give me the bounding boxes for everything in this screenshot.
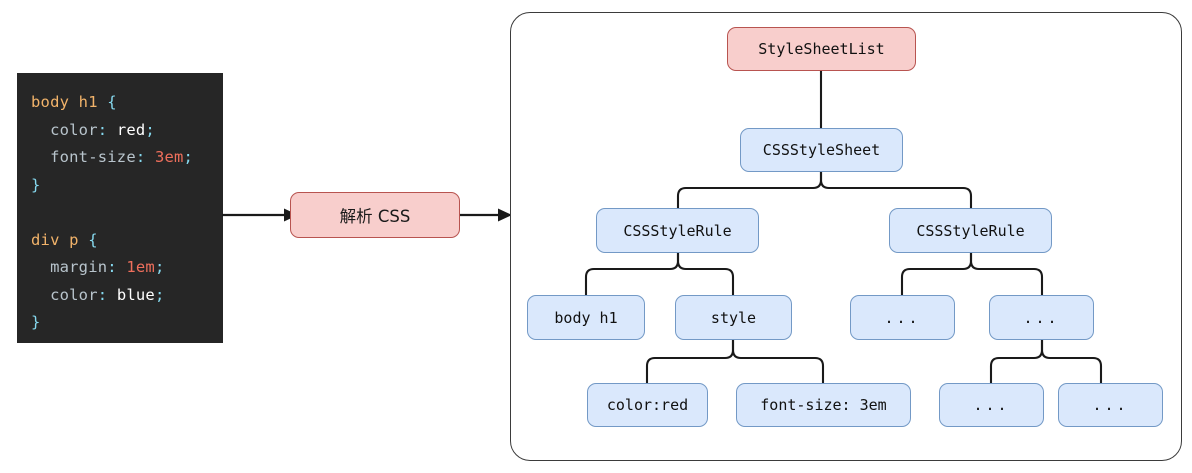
- code-token-number: 3em: [154, 148, 184, 166]
- code-token-punctuation: :: [135, 148, 155, 166]
- tree-node-declaration-font-size-label: font-size: 3em: [760, 396, 887, 414]
- tree-node-cssstylerule-left[interactable]: CSSStyleRule: [596, 208, 759, 253]
- arrow-parse-to-tree: [460, 208, 512, 222]
- tree-node-cssstylerule-right[interactable]: CSSStyleRule: [889, 208, 1052, 253]
- tree-node-cssstylerule-left-label: CSSStyleRule: [623, 221, 732, 240]
- tree-node-selector-body-h1[interactable]: body h1: [527, 295, 645, 340]
- code-line-1: body h1 {: [31, 89, 223, 117]
- tree-node-stylesheetlist-label: StyleSheetList: [758, 40, 885, 58]
- tree-node-dots-row2-a[interactable]: ...: [939, 383, 1044, 427]
- code-token-value: red: [116, 120, 146, 139]
- tree-node-dots-row2-b-label: ...: [1092, 396, 1129, 414]
- tree-node-declaration-color[interactable]: color:red: [587, 383, 708, 427]
- code-token-selector: div p: [31, 230, 89, 249]
- parse-css-node[interactable]: 解析 CSS: [290, 192, 460, 238]
- code-token-number: 1em: [126, 258, 155, 276]
- tree-node-dots-row2-b[interactable]: ...: [1058, 383, 1163, 427]
- tree-node-dots-row1-a[interactable]: ...: [850, 295, 955, 340]
- code-line-3: font-size: 3em;: [31, 144, 223, 172]
- tree-node-cssstylesheet[interactable]: CSSStyleSheet: [740, 128, 903, 172]
- tree-node-style[interactable]: style: [675, 295, 792, 340]
- tree-node-declaration-color-label: color:red: [606, 396, 689, 414]
- code-token-punctuation: :: [107, 258, 127, 276]
- css-code-block: body h1 { color: red; font-size: 3em;} di…: [17, 73, 223, 343]
- code-token-punctuation: :: [97, 120, 117, 139]
- code-token-property: color: [31, 120, 98, 139]
- code-token-punctuation: ;: [154, 285, 165, 304]
- code-token-brace: {: [88, 230, 98, 249]
- code-line-9: }: [31, 309, 223, 337]
- code-line-8: color: blue;: [31, 282, 223, 310]
- code-token-property: color: [31, 285, 98, 304]
- tree-node-style-label: style: [710, 308, 757, 327]
- code-token-value: blue: [116, 285, 155, 304]
- tree-node-selector-body-h1-label: body h1: [554, 308, 618, 327]
- code-line-6: div p {: [31, 227, 223, 255]
- tree-node-declaration-font-size[interactable]: font-size: 3em: [736, 383, 911, 427]
- code-token-brace: {: [107, 93, 117, 111]
- tree-node-dots-row1-a-label: ...: [884, 308, 921, 327]
- parse-css-label: 解析 CSS: [339, 207, 411, 226]
- code-token-punctuation: :: [97, 285, 117, 304]
- tree-node-dots-row2-a-label: ...: [973, 396, 1010, 414]
- code-token-punctuation: ;: [145, 120, 155, 139]
- tree-node-dots-row1-b-label: ...: [1023, 308, 1060, 327]
- code-line-5: [31, 199, 223, 227]
- code-token-punctuation: ;: [183, 148, 194, 166]
- code-token-brace: }: [31, 313, 41, 331]
- code-token-property: margin: [31, 258, 108, 276]
- code-token-property: font-size: [31, 148, 136, 166]
- code-token-punctuation: ;: [154, 258, 165, 276]
- tree-node-stylesheetlist[interactable]: StyleSheetList: [727, 27, 916, 71]
- code-token-brace: }: [31, 175, 41, 194]
- tree-node-cssstylerule-right-label: CSSStyleRule: [916, 221, 1025, 240]
- code-token-selector: body h1: [31, 93, 108, 111]
- code-line-7: margin: 1em;: [31, 254, 223, 282]
- tree-node-cssstylesheet-label: CSSStyleSheet: [762, 141, 881, 159]
- code-line-2: color: red;: [31, 117, 223, 145]
- code-line-4: }: [31, 172, 223, 200]
- tree-node-dots-row1-b[interactable]: ...: [989, 295, 1094, 340]
